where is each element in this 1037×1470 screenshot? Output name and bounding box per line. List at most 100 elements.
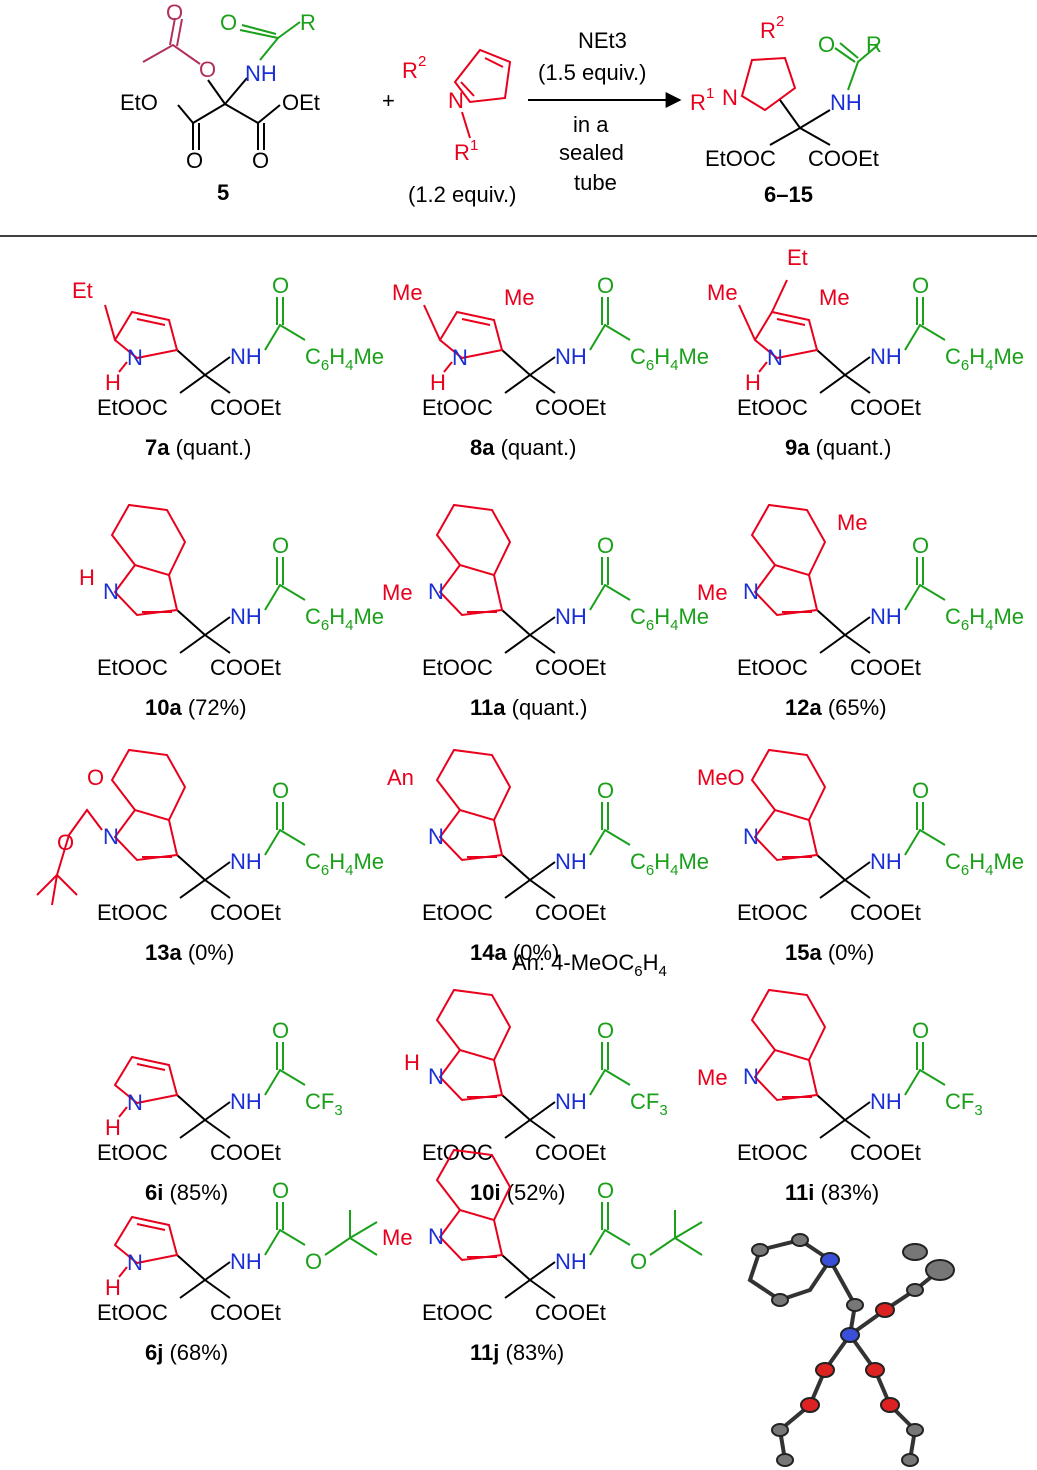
- n-anisylmethyl: An: [387, 765, 414, 790]
- n-h: H: [79, 565, 95, 590]
- ester-cooet: COOEt: [535, 900, 606, 925]
- ester-cooet: COOEt: [850, 655, 921, 680]
- o-text: O: [186, 148, 203, 173]
- amide-nh: NH: [555, 1249, 587, 1274]
- conditions-base-equiv: (1.5 equiv.): [538, 60, 646, 85]
- ester-etooc: EtOOC: [422, 900, 493, 925]
- ring-methyl: Me: [837, 510, 868, 535]
- compound-label: 10i (52%): [470, 1180, 565, 1205]
- n-methyl: Me: [697, 580, 728, 605]
- carbonyl-oxygen: O: [912, 273, 929, 298]
- methyl-substituent: Me: [392, 280, 423, 305]
- ester-etooc: EtOOC: [737, 900, 808, 925]
- ester-cooet: COOEt: [210, 900, 281, 925]
- trifluoromethyl-group: CF3: [945, 1089, 983, 1119]
- compound-yield: (0%): [507, 940, 560, 965]
- pyrrole-n: N: [767, 345, 783, 370]
- compound-yield: (quant.): [809, 435, 891, 460]
- ester-etooc: EtOOC: [97, 1140, 168, 1165]
- compound-code: 8a: [470, 435, 495, 460]
- conditions-line3: tube: [574, 170, 617, 195]
- methyl-substituent: Me: [707, 280, 738, 305]
- an-note: An: 4-MeOC6H4: [512, 950, 667, 980]
- tolyl-group: C6H4Me: [945, 344, 1024, 374]
- indole-n: N: [103, 824, 119, 849]
- n-h: H: [404, 1050, 420, 1075]
- amide-nh: NH: [870, 849, 902, 874]
- n-methoxymethyl: MeO: [697, 765, 745, 790]
- compound-label: 11a (quant.): [470, 695, 587, 720]
- r1-text: R: [454, 140, 470, 165]
- ester-etooc: EtOOC: [422, 1140, 493, 1165]
- ester-etooc: EtOOC: [422, 395, 493, 420]
- ester-etooc: EtOOC: [737, 1140, 808, 1165]
- ester-cooet: COOEt: [535, 395, 606, 420]
- compound-label: 12a (65%): [785, 695, 887, 720]
- tolyl-group: C6H4Me: [945, 849, 1024, 879]
- boc-oxygen: O: [57, 830, 74, 855]
- carbonyl-oxygen: O: [597, 273, 614, 298]
- pyrrole-equiv: (1.2 equiv.): [408, 182, 516, 207]
- tolyl-group: C6H4Me: [945, 604, 1024, 634]
- pyrrole-n: N: [127, 345, 143, 370]
- indole-n: N: [743, 1064, 759, 1089]
- compound-code: 14a: [470, 940, 507, 965]
- reaction-arrow: NEt3 (1.5 equiv.) in a sealed tube: [528, 28, 682, 195]
- tolyl-group: C6H4Me: [305, 604, 384, 634]
- tolyl-group: C6H4Me: [630, 604, 709, 634]
- conditions-line1: in a: [573, 112, 609, 137]
- compound-label: 6j (68%): [145, 1340, 228, 1365]
- carbonyl-oxygen: O: [272, 778, 289, 803]
- acetyl-oxygen: O: [166, 0, 183, 25]
- carbonyl-oxygen: O: [597, 533, 614, 558]
- indole-n: N: [743, 824, 759, 849]
- amide-nh: NH: [870, 604, 902, 629]
- r2-sup: 2: [776, 13, 784, 30]
- pyrrole-n: N: [448, 88, 464, 113]
- n-methyl: Me: [382, 580, 413, 605]
- carbonyl-oxygen: O: [597, 1178, 614, 1203]
- reagent-5: O O NH O R EtO O OEt O 5: [120, 0, 320, 205]
- indole-n: N: [428, 824, 444, 849]
- ester-etooc: EtOOC: [97, 1300, 168, 1325]
- carbonyl-oxygen: O: [912, 1018, 929, 1043]
- boc-oxygen: O: [305, 1249, 322, 1274]
- r1-sup: 1: [706, 85, 714, 102]
- compound-yield: (quant.): [494, 435, 576, 460]
- compound-yield: (72%): [182, 695, 247, 720]
- compound-label: 8a (quant.): [470, 435, 576, 460]
- indole-n: N: [428, 579, 444, 604]
- n-h: H: [105, 1275, 121, 1300]
- ester-cooet: COOEt: [210, 655, 281, 680]
- compound-yield: (quant.): [506, 695, 588, 720]
- amide-nh: NH: [555, 604, 587, 629]
- amide-nh: NH: [870, 1089, 902, 1114]
- ester-cooet: COOEt: [850, 900, 921, 925]
- conditions-line2: sealed: [559, 140, 624, 165]
- ester-etooc: EtOOC: [97, 395, 168, 420]
- ester-cooet: COOEt: [210, 1140, 281, 1165]
- compound-yield: (0%): [182, 940, 235, 965]
- amide-oxygen: O: [220, 10, 237, 35]
- compound-code: 6j: [145, 1340, 163, 1365]
- r-group: R: [300, 10, 316, 35]
- carbonyl-oxygen: O: [272, 273, 289, 298]
- ester-etooc: EtOOC: [422, 655, 493, 680]
- methyl-substituent: Me: [819, 285, 850, 310]
- pyrrole-n: N: [127, 1250, 143, 1275]
- n-h: H: [105, 1115, 121, 1140]
- r2-text: R: [760, 18, 776, 43]
- methyl-substituent: Me: [504, 285, 535, 310]
- compound-code: 12a: [785, 695, 822, 720]
- amide-nh: NH: [870, 344, 902, 369]
- carbonyl-oxygen: O: [597, 778, 614, 803]
- compound-yield: (52%): [501, 1180, 566, 1205]
- compound-label: 7a (quant.): [145, 435, 251, 460]
- ester-oxygen: O: [199, 57, 216, 82]
